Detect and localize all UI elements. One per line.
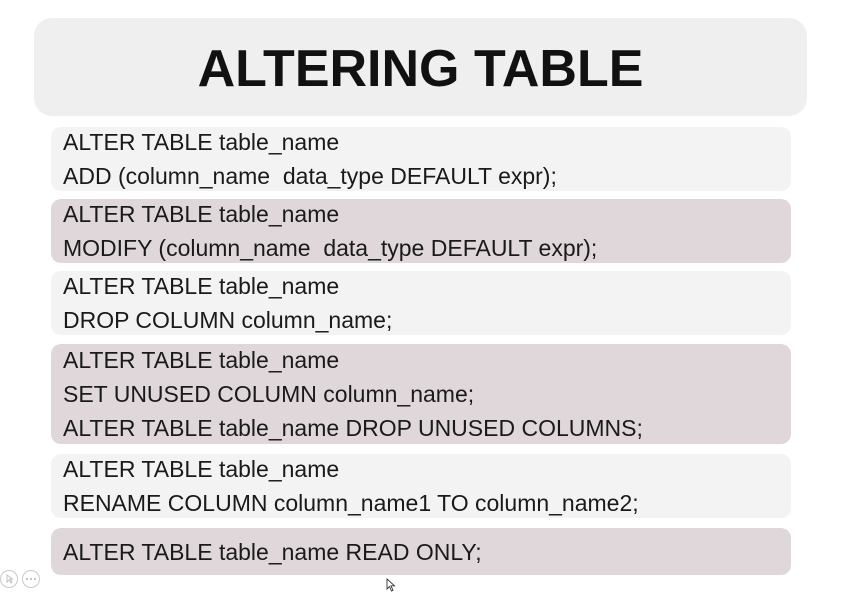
syntax-line: ALTER TABLE table_name DROP UNUSED COLUM… (63, 415, 643, 441)
syntax-line: ALTER TABLE table_name (63, 456, 340, 482)
syntax-block-unused-columns: ALTER TABLE table_name SET UNUSED COLUMN… (51, 344, 791, 444)
pointer-icon[interactable] (0, 570, 18, 588)
syntax-block-rename-column: ALTER TABLE table_name RENAME COLUMN col… (51, 454, 791, 518)
slide-title: ALTERING TABLE (197, 40, 644, 98)
syntax-line: RENAME COLUMN column_name1 TO column_nam… (63, 490, 639, 516)
more-options-icon[interactable] (22, 570, 40, 588)
syntax-block-drop-column: ALTER TABLE table_name DROP COLUMN colum… (51, 271, 791, 335)
syntax-block-add-column: ALTER TABLE table_name ADD (column_name … (51, 127, 791, 191)
syntax-line: ALTER TABLE table_name (63, 129, 340, 155)
syntax-line: ALTER TABLE table_name READ ONLY; (63, 538, 482, 565)
syntax-line: SET UNUSED COLUMN column_name; (63, 381, 475, 407)
slideshow-controls (0, 570, 40, 588)
syntax-line: ALTER TABLE table_name (63, 201, 340, 227)
syntax-line: MODIFY (column_name data_type DEFAULT ex… (63, 235, 598, 261)
syntax-line: ALTER TABLE table_name (63, 273, 340, 299)
syntax-block-modify-column: ALTER TABLE table_name MODIFY (column_na… (51, 199, 791, 263)
syntax-line: DROP COLUMN column_name; (63, 307, 393, 333)
syntax-line: ALTER TABLE table_name (63, 347, 340, 373)
mouse-cursor-icon (386, 578, 396, 592)
syntax-line: ADD (column_name data_type DEFAULT expr)… (63, 163, 557, 189)
syntax-block-read-only: ALTER TABLE table_name READ ONLY; (51, 528, 791, 575)
title-panel: ALTERING TABLE (34, 18, 807, 116)
